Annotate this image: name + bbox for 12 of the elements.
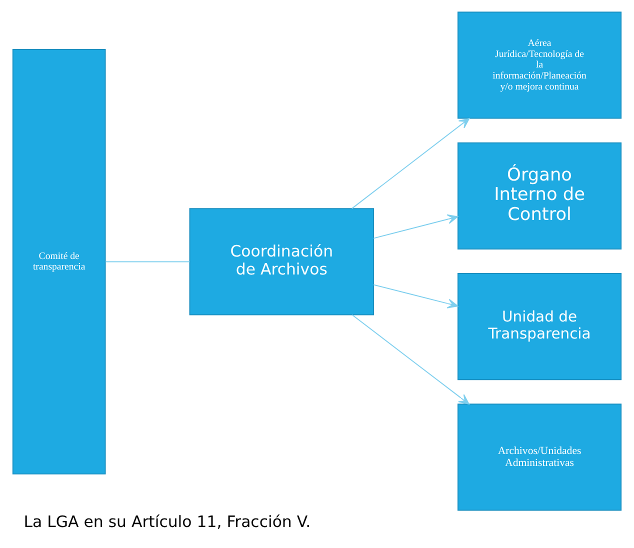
node-box: Coordinación de Archivos: [189, 208, 374, 316]
arrow: [373, 214, 458, 239]
node-box: Órgano Interno de Control: [458, 142, 622, 250]
connector: [105, 261, 190, 262]
arrow: [373, 284, 458, 308]
node-box: Archivos/Unidades Administrativas: [458, 404, 622, 511]
caption: La LGA en su Artículo 11, Fracción V.: [24, 512, 311, 531]
node-box: Unidad de Transparencia: [458, 273, 622, 380]
node-box: Comité de transparencia: [12, 49, 106, 474]
node-box: Aérea Jurídica/Tecnología de la información/Planeación y/o mejora continua: [458, 12, 622, 119]
arrow: [351, 118, 470, 210]
arrow: [352, 314, 470, 405]
